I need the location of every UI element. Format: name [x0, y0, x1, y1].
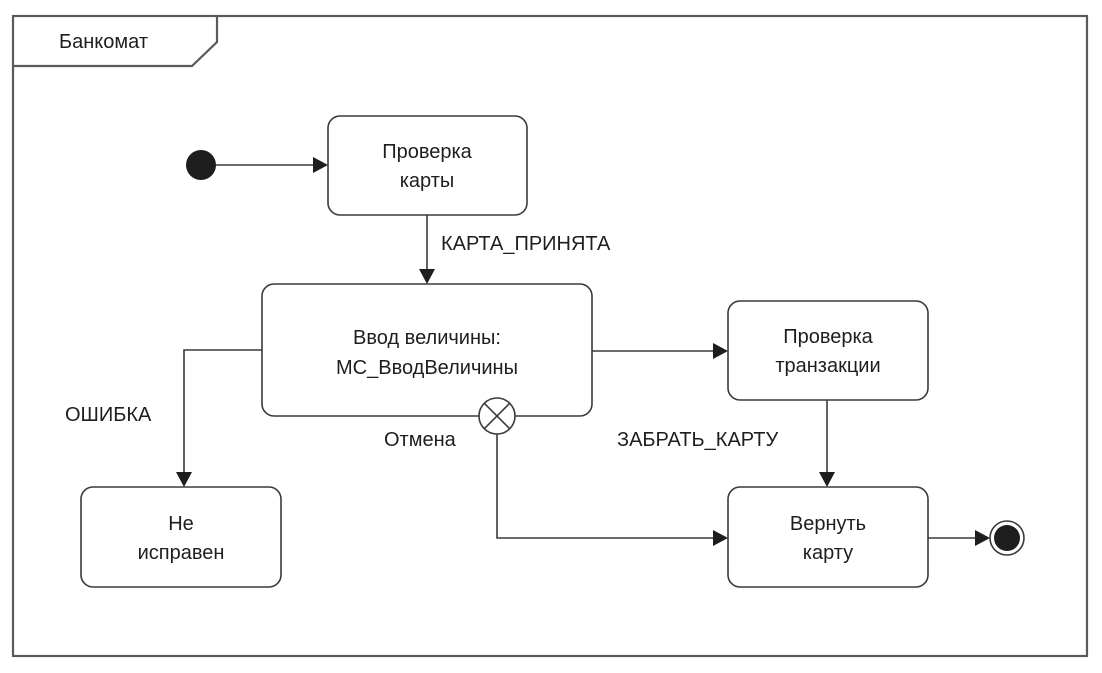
exit-point-label: Отмена [384, 429, 457, 451]
transition-cancel[interactable] [496, 434, 728, 546]
transition-card-accepted[interactable] [419, 215, 435, 284]
transition-take-card[interactable] [819, 400, 835, 487]
transition-label-card-accepted: КАРТА_ПРИНЯТА [441, 233, 611, 255]
state-check-card[interactable]: Проверка карты [327, 115, 528, 216]
transition-label-take-card: ЗАБРАТЬ_КАРТУ [617, 429, 778, 451]
transition-error[interactable] [176, 349, 262, 487]
state-check-transaction[interactable]: Проверка транзакции [727, 300, 929, 401]
state-enter-amount-line2: МС_ВводВеличины [336, 357, 518, 379]
exit-point-cancel-icon[interactable] [478, 397, 516, 435]
state-return-card-line2: карту [803, 542, 853, 564]
state-check-transaction-line2: транзакции [775, 355, 880, 377]
diagram-frame [11, 14, 1089, 658]
frame-title: Банкомат [59, 31, 148, 53]
transition-initial-to-check-card[interactable] [216, 157, 328, 173]
transition-to-final[interactable] [928, 530, 990, 546]
initial-state-icon[interactable] [186, 150, 216, 180]
state-enter-amount-line1: Ввод величины: [353, 327, 501, 349]
frame-title-tab [13, 16, 219, 68]
transition-to-check-transaction[interactable] [592, 343, 728, 359]
transition-label-error: ОШИБКА [65, 404, 152, 426]
state-return-card-line1: Вернуть [790, 513, 866, 535]
final-state-icon[interactable] [989, 520, 1025, 556]
state-check-transaction-line1: Проверка [783, 326, 873, 348]
state-return-card[interactable]: Вернуть карту [727, 486, 929, 588]
state-out-of-order-line2: исправен [138, 542, 225, 564]
state-out-of-order[interactable]: Не исправен [80, 486, 282, 588]
state-check-card-line1: Проверка [382, 141, 472, 163]
state-out-of-order-line1: Не [168, 513, 194, 535]
state-enter-amount[interactable]: Ввод величины: МС_ВводВеличины [261, 283, 593, 417]
state-check-card-line2: карты [400, 170, 455, 192]
